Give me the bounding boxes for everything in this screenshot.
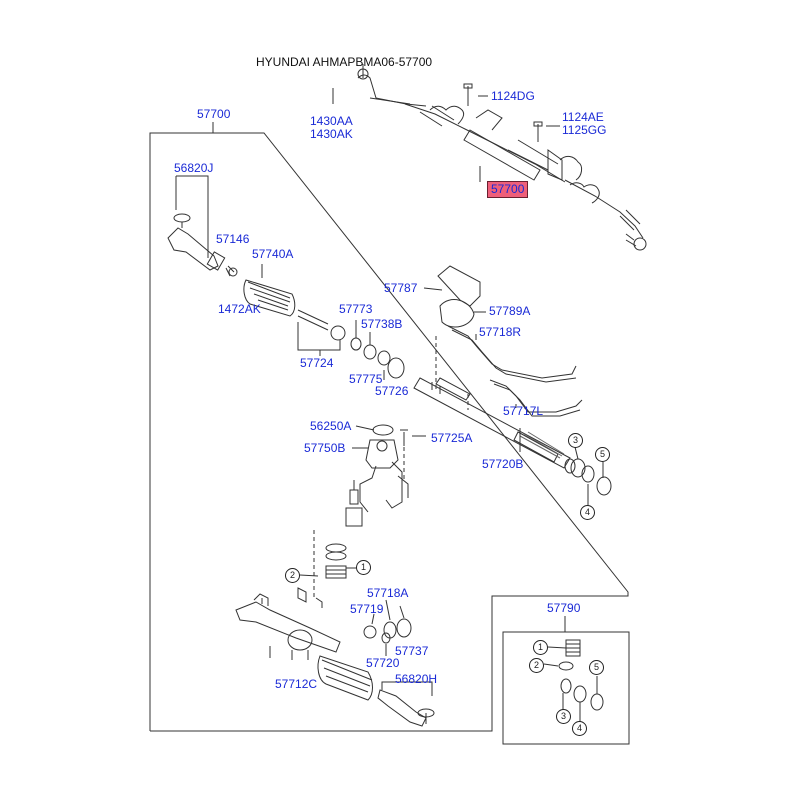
boot-right-drawing	[317, 655, 373, 701]
pipe-57717L-drawing	[489, 379, 583, 413]
label-57725A: 57725A	[431, 431, 473, 445]
label-57738B: 57738B	[361, 317, 403, 331]
highlight-assembly-57700[interactable]: 57700	[487, 181, 529, 198]
label-1472AK: 1472AK	[218, 302, 261, 316]
label-57773: 57773	[339, 302, 373, 316]
label-57750B: 57750B	[304, 441, 346, 455]
label-57726: 57726	[375, 384, 409, 398]
tie-rod-right-drawing	[377, 689, 435, 727]
label-1430AA: 1430AA	[310, 114, 353, 128]
label-57718R: 57718R	[479, 325, 522, 339]
gear-housing-drawing	[235, 593, 341, 660]
label-56250A: 56250A	[310, 419, 352, 433]
kit-ref-circle-3: 3	[556, 709, 571, 724]
tie-rod-left-drawing	[167, 213, 226, 271]
label-57724: 57724	[300, 356, 334, 370]
kit-ref-circle-2: 2	[529, 658, 544, 673]
ref-circle-4: 4	[580, 505, 595, 520]
label-57718A: 57718A	[367, 586, 409, 600]
label-1124DG: 1124DG	[491, 89, 535, 103]
label-57719: 57719	[350, 602, 384, 616]
label-57717L: 57717L	[503, 404, 544, 418]
ref-circle-5: 5	[595, 447, 610, 462]
pipe-57718R-drawing	[447, 325, 577, 379]
label-57720B: 57720B	[482, 457, 524, 471]
label-56820J: 56820J	[174, 161, 214, 175]
label-1125GG: 1125GG	[562, 123, 607, 137]
label-56820H: 56820H	[395, 672, 438, 686]
assembled-rack-drawing	[332, 64, 647, 251]
kit-ref-circle-1: 1	[533, 640, 548, 655]
label-57712C: 57712C	[275, 677, 318, 691]
label-57700: 57700	[197, 107, 231, 121]
main-assembly-frame	[149, 132, 629, 732]
ref-circle-1: 1	[356, 560, 371, 575]
boot-left-drawing	[243, 279, 296, 317]
kit-ref-circle-4: 4	[572, 721, 587, 736]
label-1124AE: 1124AE	[562, 110, 604, 124]
valve-housing-drawing	[359, 424, 409, 513]
label-57789A: 57789A	[489, 304, 531, 318]
spring-1-drawing	[325, 565, 347, 579]
kit-contents-drawing	[558, 639, 604, 711]
label-57720: 57720	[366, 656, 400, 670]
label-57740A: 57740A	[252, 247, 294, 261]
label-57737: 57737	[395, 644, 429, 658]
label-57146: 57146	[216, 232, 250, 246]
ref-circle-2: 2	[285, 568, 300, 583]
page-title: HYUNDAI AHMAPBMA06-57700	[256, 55, 433, 69]
bracket-drawing	[437, 265, 481, 328]
kit-frame	[502, 631, 630, 745]
label-57775: 57775	[349, 372, 383, 386]
label-57790: 57790	[547, 601, 581, 615]
label-57787: 57787	[384, 281, 418, 295]
ref-circle-3: 3	[568, 433, 583, 448]
kit-ref-circle-5: 5	[589, 660, 604, 675]
label-1430AK: 1430AK	[310, 127, 353, 141]
